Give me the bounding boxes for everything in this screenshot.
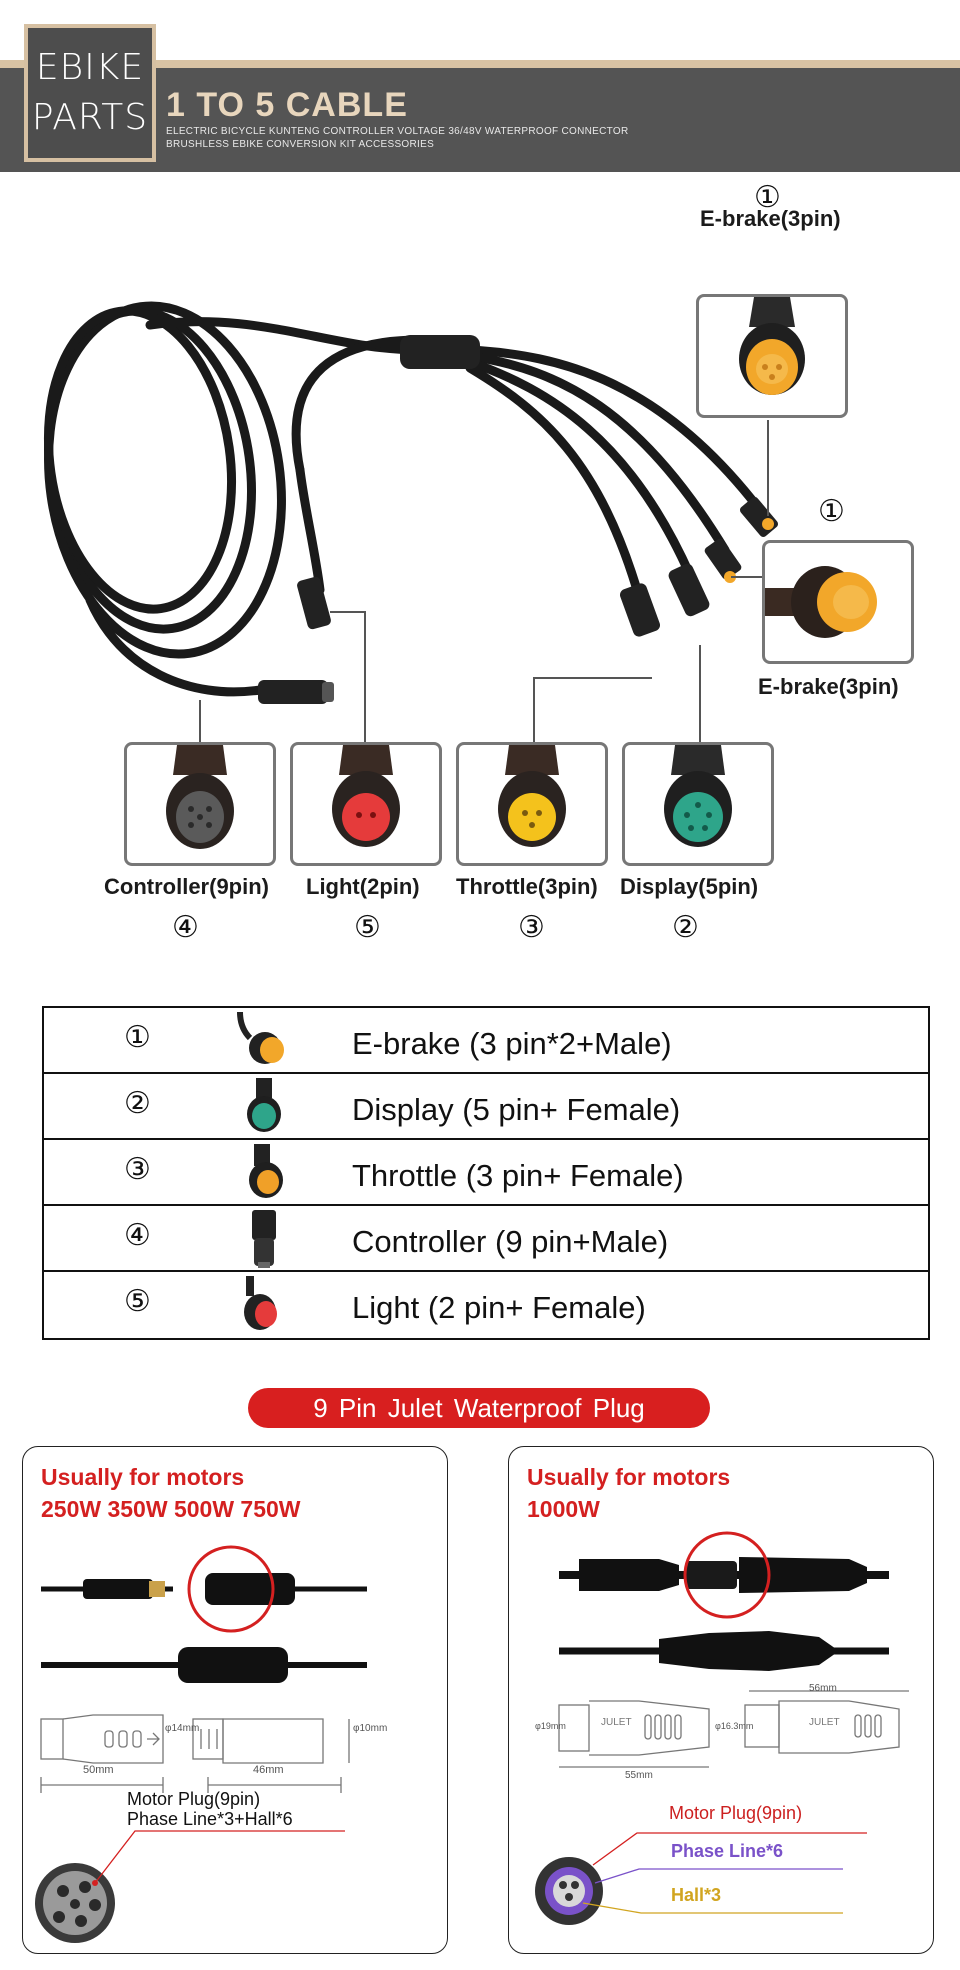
ebrake-connector-icon	[237, 1012, 284, 1064]
dim-diameter-d: φ16.3mm	[715, 1721, 754, 1731]
motor-panel-small: Usually for motors 250W 350W 500W 750W	[22, 1446, 448, 1954]
table-row: ② Display (5 pin+ Female)	[44, 1074, 928, 1140]
light-label: Light(2pin)	[306, 874, 420, 899]
controller-connector-icon	[252, 1210, 276, 1268]
controller-plug-body	[258, 680, 328, 704]
header-accent-stripe	[0, 60, 960, 70]
brand-logo: EBIKE PARTS	[24, 24, 156, 162]
julet-plug-drawing-small	[35, 1545, 367, 1943]
ebrake-right-photo	[762, 540, 914, 664]
dim-length-a: 50mm	[83, 1764, 114, 1776]
table-row: ① E-brake (3 pin*2+Male)	[44, 1008, 928, 1074]
dim-length-a: 56mm	[809, 1683, 837, 1694]
phase-hall-label: Phase Line*3+Hall*6	[127, 1809, 293, 1829]
dim-length-b: 46mm	[253, 1764, 284, 1776]
display-number: ②	[672, 910, 699, 945]
brand-text-left: JULET	[601, 1717, 632, 1728]
display-label: Display(5pin)	[620, 874, 759, 899]
motor-plug-label: Motor Plug(9pin)	[127, 1789, 261, 1809]
motor-plug-label: Motor Plug(9pin)	[669, 1803, 803, 1823]
table-row: ⑤ Light (2 pin+ Female)	[44, 1272, 928, 1338]
table-row: ③ Throttle (3 pin+ Female)	[44, 1140, 928, 1206]
page-title: 1 TO 5 CABLE	[166, 86, 408, 124]
light-photo	[290, 742, 442, 866]
dim-diameter-d: φ10mm	[353, 1723, 388, 1734]
logo-line-2: PARTS	[31, 97, 149, 138]
panel-title-line-1: Usually for motors	[41, 1464, 245, 1490]
row-number: ①	[124, 1020, 151, 1055]
controller-label: Controller(9pin)	[104, 874, 269, 899]
cable-illustration	[43, 301, 779, 746]
connector-spec-table: ① E-brake (3 pin*2+Male) ② Display (5 pi…	[42, 1006, 930, 1340]
controller-number: ④	[172, 910, 199, 945]
row-text: Controller (9 pin+Male)	[352, 1224, 669, 1259]
brand-text-right: JULET	[809, 1717, 840, 1728]
row-text: Display (5 pin+ Female)	[352, 1092, 681, 1127]
ebrake-top-label: E-brake(3pin)	[700, 206, 841, 231]
cable-diagram: ① E-brake(3pin) ① E-brake(3pin)	[0, 180, 960, 950]
hall-label: Hall*3	[671, 1885, 722, 1905]
throttle-connector-icon	[249, 1144, 283, 1198]
page-subtitle-line-2: BRUSHLESS EBIKE CONVERSION KIT ACCESSORI…	[166, 139, 435, 150]
throttle-label: Throttle(3pin)	[456, 874, 598, 899]
phase-line-label: Phase Line*6	[671, 1841, 784, 1861]
row-number: ②	[124, 1086, 151, 1121]
section-banner: 9 Pin Julet Waterproof Plug	[248, 1388, 710, 1428]
logo-line-1: EBIKE	[35, 47, 145, 88]
display-connector-icon	[247, 1078, 281, 1132]
dim-diameter-c: φ19mm	[535, 1721, 566, 1731]
motor-panel-large: Usually for motors 1000W 56mm 55mm φ19mm…	[508, 1446, 934, 1954]
ebrake-top-photo	[696, 294, 848, 418]
dim-length-b: 55mm	[625, 1770, 653, 1781]
row-number: ③	[124, 1152, 151, 1187]
row-text: Light (2 pin+ Female)	[352, 1290, 646, 1325]
light-number: ⑤	[354, 910, 381, 945]
dim-diameter-c: φ14mm	[165, 1723, 200, 1734]
row-number: ④	[124, 1218, 151, 1253]
light-connector-icon	[244, 1276, 277, 1330]
ebrake-right-label: E-brake(3pin)	[758, 674, 899, 699]
row-text: Throttle (3 pin+ Female)	[352, 1158, 684, 1193]
throttle-number: ③	[518, 910, 545, 945]
page-subtitle-line-1: ELECTRIC BICYCLE KUNTENG CONTROLLER VOLT…	[166, 126, 629, 137]
ebrake-right-number: ①	[818, 494, 845, 529]
header-bar	[0, 68, 960, 172]
throttle-photo	[456, 742, 608, 866]
display-photo	[622, 742, 774, 866]
ebrake-top-number: ①	[754, 180, 781, 215]
table-row: ④ Controller (9 pin+Male)	[44, 1206, 928, 1272]
row-text: E-brake (3 pin*2+Male)	[352, 1026, 672, 1061]
panel-title-line-1: Usually for motors	[527, 1464, 731, 1490]
panel-title-line-2: 250W 350W 500W 750W	[41, 1496, 301, 1522]
julet-plug-drawing-large	[535, 1531, 909, 1925]
controller-photo	[124, 742, 276, 866]
panel-title-line-2: 1000W	[527, 1496, 600, 1522]
row-number: ⑤	[124, 1284, 151, 1319]
